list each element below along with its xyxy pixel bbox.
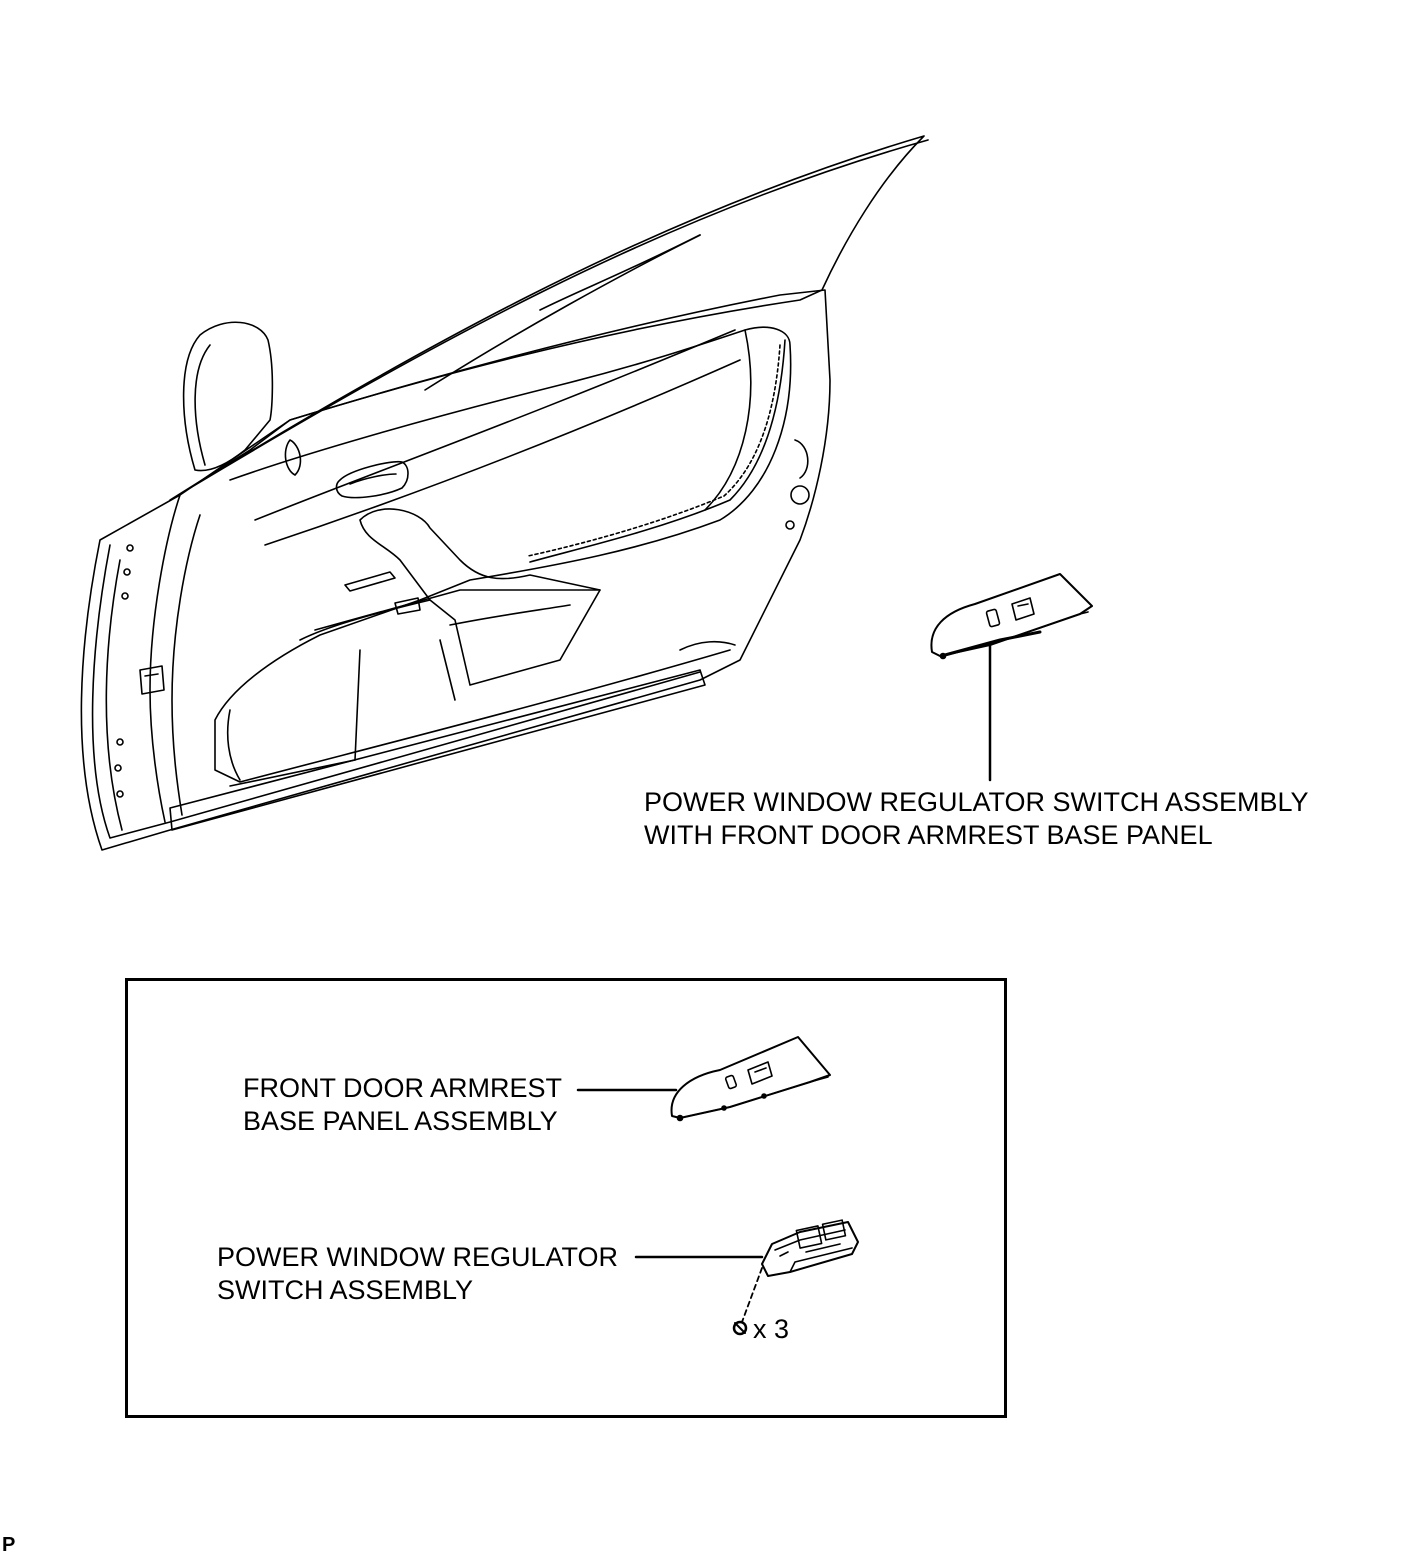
callout-regulator-switch: POWER WINDOW REGULATOR SWITCH ASSEMBLY [217,1241,618,1307]
screw-icon [732,1320,748,1336]
callout-armrest-line1: FRONT DOOR ARMREST [243,1073,563,1103]
detail-box [125,978,1007,1418]
callout-main-switch-line2: WITH FRONT DOOR ARMREST BASE PANEL [644,820,1213,850]
armrest-base-panel-drawing [576,1036,831,1122]
switch-assembly-with-base-panel-drawing [930,573,1093,782]
regulator-switch-drawing [634,1219,859,1323]
callout-armrest-base-panel: FRONT DOOR ARMREST BASE PANEL ASSEMBLY [243,1072,562,1138]
fastener-quantity: x 3 [753,1314,790,1344]
front-door-trim-drawing [80,135,929,851]
callout-armrest-line2: BASE PANEL ASSEMBLY [243,1106,558,1136]
callout-regulator-line1: POWER WINDOW REGULATOR [217,1242,619,1272]
callout-regulator-line2: SWITCH ASSEMBLY [217,1275,474,1305]
callout-main-switch-line1: POWER WINDOW REGULATOR SWITCH ASSEMBLY [644,787,1309,817]
callout-main-switch-assembly: POWER WINDOW REGULATOR SWITCH ASSEMBLY W… [644,786,1309,852]
fastener-path-line [741,1267,763,1323]
corner-mark: P [2,1534,16,1556]
